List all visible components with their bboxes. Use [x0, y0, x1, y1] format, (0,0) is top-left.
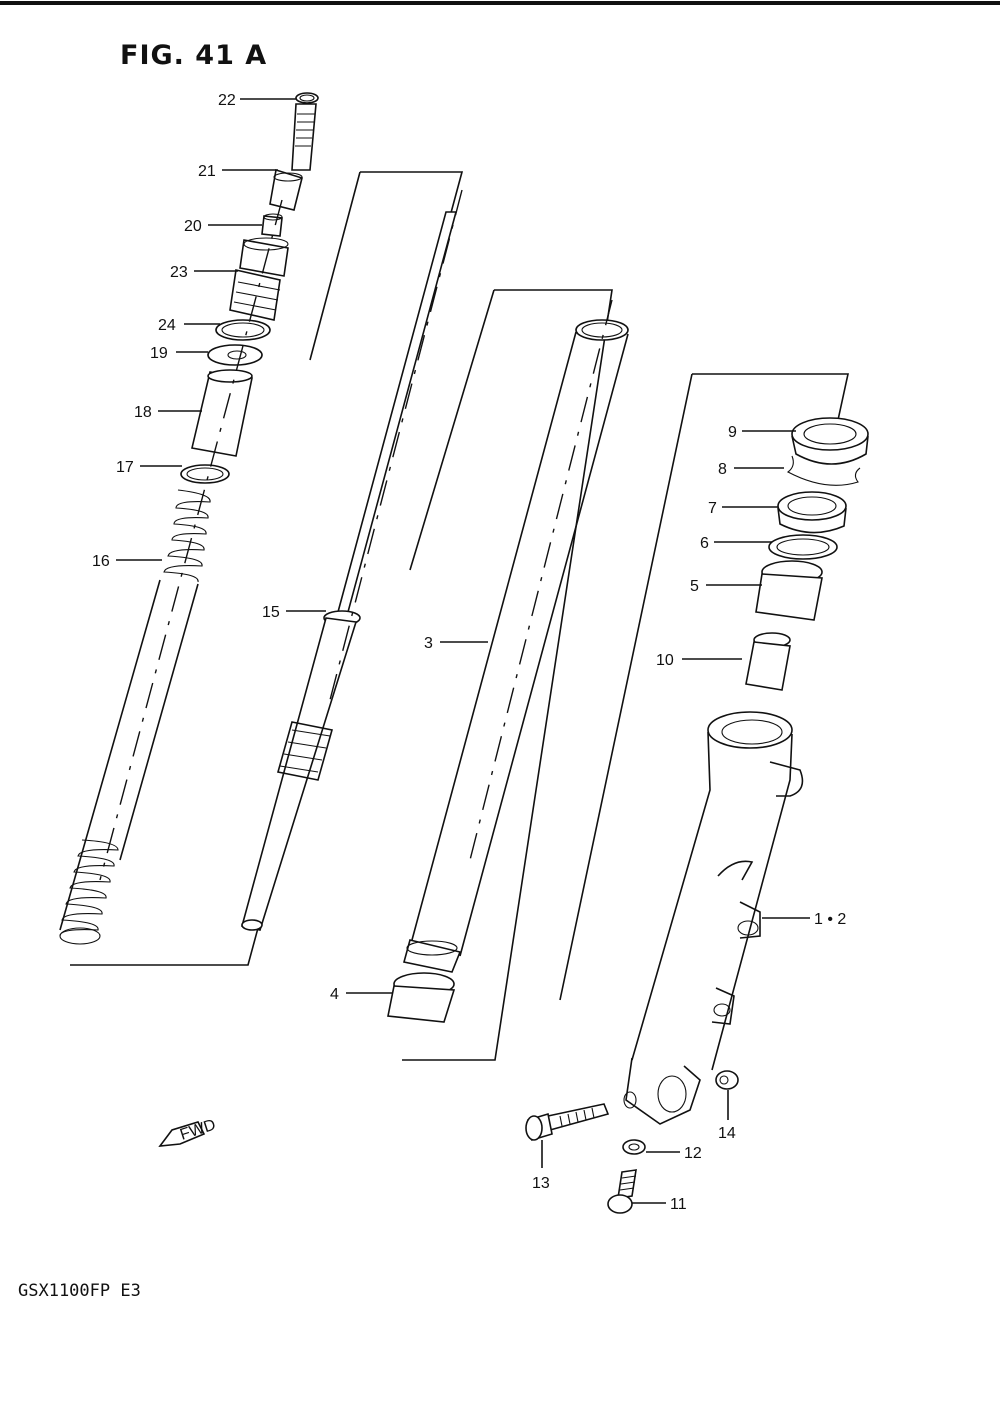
part-4-slide-bushing [387, 972, 456, 1023]
part-21-adjuster-rod [269, 103, 317, 211]
axis-line-left [99, 199, 283, 881]
part-6-seal-spacer [768, 534, 838, 560]
callout-14: 14 [718, 1125, 736, 1142]
figure-title: FIG. 41 A [120, 40, 268, 71]
part-7-oil-seal [777, 491, 847, 534]
part-24-o-ring [215, 319, 271, 341]
callout-8: 8 [718, 461, 727, 478]
callout-24: 24 [158, 317, 176, 334]
callout-3: 3 [424, 635, 433, 652]
callout-16: 16 [92, 553, 110, 570]
callout-1-2: 1 • 2 [814, 911, 846, 928]
fwd-arrow-icon: FWD [158, 1116, 218, 1147]
callout-15: 15 [262, 604, 280, 621]
part-13-axle-pinch-bolt [525, 1103, 610, 1142]
callout-12: 12 [684, 1145, 702, 1162]
callout-9: 9 [728, 424, 737, 441]
callout-7: 7 [708, 500, 717, 517]
part-9-dust-seal [791, 417, 869, 465]
callout-23: 23 [170, 264, 188, 281]
leader-lines [116, 98, 810, 1204]
part-11-damper-bolt [607, 1169, 637, 1214]
part-20-collar [261, 213, 283, 237]
model-code: GSX1100FP E3 [18, 1281, 141, 1301]
part-8-stopper-ring [786, 455, 861, 486]
part-23-cap-bolt [229, 237, 289, 321]
frame-outer-tube-top [692, 373, 849, 421]
part-16-fork-spring [59, 489, 211, 945]
part-3-inner-tube [403, 319, 629, 973]
part-17-washer [180, 464, 230, 484]
callout-20: 20 [184, 218, 202, 235]
frame-left-edge [309, 171, 361, 361]
callout-18: 18 [134, 404, 152, 421]
part-19-spacer-washer [207, 344, 263, 366]
part-18-spacer [191, 369, 253, 457]
part-22-o-ring [295, 92, 319, 104]
part-14-gasket [715, 1070, 739, 1090]
frame-inner-tube-edge [409, 289, 495, 571]
callout-13: 13 [532, 1175, 550, 1192]
axis-line-inner [469, 299, 613, 861]
callout-10: 10 [656, 652, 674, 669]
callout-17: 17 [116, 459, 134, 476]
frame-outer-tube-edge [559, 373, 693, 1001]
fwd-label: FWD [178, 1116, 218, 1143]
callout-22: 22 [218, 92, 236, 109]
callout-6: 6 [700, 535, 709, 552]
part-5-guide-bushing [755, 560, 823, 621]
frame-inner-tube [402, 289, 613, 1061]
part-12-washer [622, 1139, 646, 1155]
callout-21: 21 [198, 163, 216, 180]
callout-4: 4 [330, 986, 339, 1003]
axis-line-center [329, 189, 463, 701]
callout-19: 19 [150, 345, 168, 362]
callout-5: 5 [690, 578, 699, 595]
callout-11: 11 [670, 1196, 687, 1213]
part-15-damper-rod [241, 211, 458, 931]
part-10-oil-lock-piece [745, 632, 791, 691]
part-1-2-outer-tube [623, 711, 804, 1125]
